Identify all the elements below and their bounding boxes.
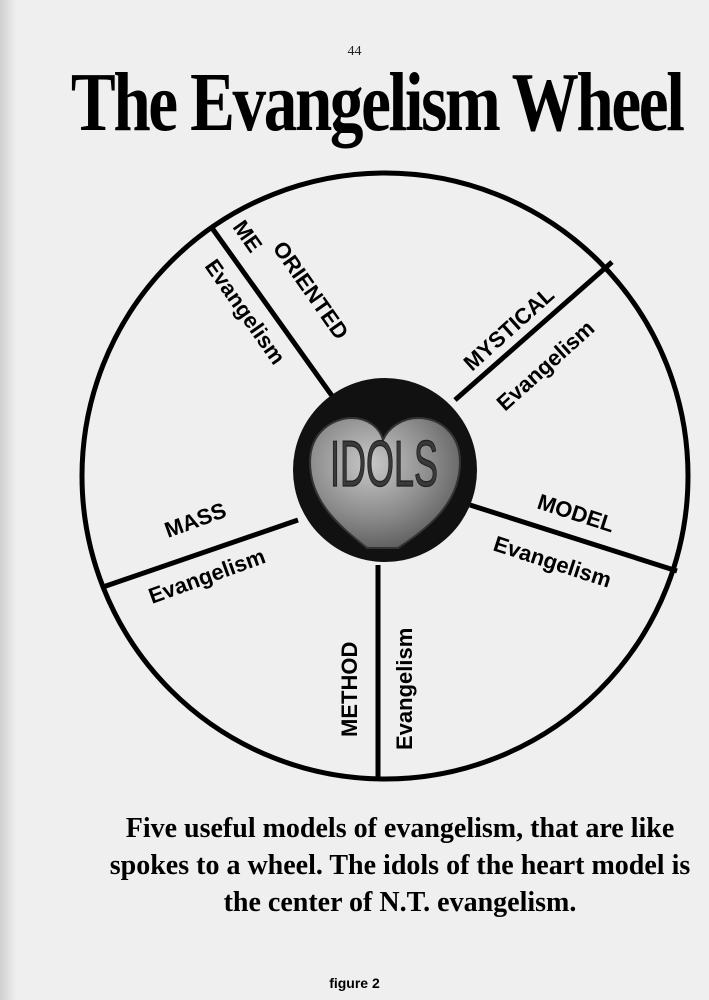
wheel-rim (79, 170, 691, 782)
hub-label: IDOLS (330, 428, 438, 501)
spoke-mystical (453, 260, 614, 402)
spoke-me-oriented (209, 226, 338, 402)
spoke-model (469, 502, 678, 574)
spoke-label-method: METHOD (337, 642, 362, 737)
heart-icon (308, 416, 462, 549)
book-spine-shadow (0, 0, 16, 1000)
figure-label: figure 2 (329, 975, 380, 991)
spoke-label-me: ME (228, 216, 267, 257)
spoke-label-mass: MASS (161, 497, 229, 542)
spoke-sublabel-method: Evangelism (392, 628, 417, 750)
spoke-mass (102, 517, 299, 590)
spoke-sublabel-model: Evangelism (490, 531, 614, 593)
figure-caption: Five useful models of evangelism, that a… (109, 813, 691, 918)
page-number: 44 (347, 44, 362, 59)
page-title: The Evangelism Wheel (70, 56, 685, 149)
